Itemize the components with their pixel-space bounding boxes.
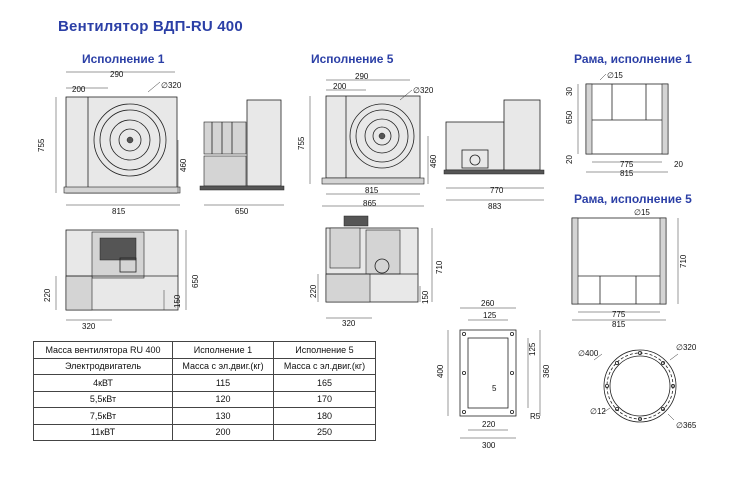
dim-883-v5: 883	[488, 202, 502, 211]
page-title: Вентилятор ВДП-RU 400	[58, 18, 243, 35]
table-cell: Масса вентилятора RU 400	[33, 341, 173, 359]
outlet-flange-drawing	[447, 307, 541, 439]
dim-775-f1: 775	[620, 160, 634, 169]
dim-815-v5: 815	[365, 186, 379, 195]
dim-dia15-f5: ∅15	[634, 208, 650, 217]
weight-table: Масса вентилятора RU 400 Исполнение 1 Ис…	[33, 341, 376, 441]
dim-815-f5: 815	[612, 320, 626, 329]
dim-755-v1: 755	[37, 138, 46, 152]
header-frame5: Рама, исполнение 5	[574, 192, 692, 206]
dim-5-flange: 5	[492, 384, 497, 393]
dim-20-f1-right: 20	[674, 160, 683, 169]
dim-dia12-round: ∅12	[590, 407, 606, 416]
dim-710-f5: 710	[679, 254, 688, 268]
table-subheader-row: Электродвигатель Масса с эл.двиг.(кг) Ма…	[33, 357, 376, 375]
table-cell: Электродвигатель	[33, 357, 173, 375]
table-cell: 115	[172, 374, 274, 392]
dim-dia320-round: ∅320	[676, 343, 697, 352]
table-header-row: Масса вентилятора RU 400 Исполнение 1 Ис…	[33, 341, 376, 359]
dim-dia320-v1: ∅320	[161, 81, 182, 90]
dim-150-v5: 150	[421, 290, 430, 304]
dim-300-flange: 300	[482, 441, 496, 450]
table-row: 7,5кВт 130 180	[33, 407, 376, 425]
dim-220-v1: 220	[43, 288, 52, 302]
dim-400-flange: 400	[436, 364, 445, 378]
dim-290-v1: 290	[110, 70, 124, 79]
header-variant1: Исполнение 1	[82, 52, 165, 66]
dim-815-f1: 815	[620, 169, 634, 178]
dim-220-v5: 220	[309, 284, 318, 298]
dim-150-v1: 150	[173, 294, 182, 308]
dim-650-f1: 650	[565, 110, 574, 124]
dim-650-v1-top: 650	[191, 274, 200, 288]
dim-200-v5: 200	[333, 82, 347, 91]
dim-dia400-round: ∅400	[578, 349, 599, 358]
table-cell: 5,5кВт	[33, 390, 173, 408]
dim-755-v5: 755	[297, 136, 306, 150]
dim-815-v1: 815	[112, 207, 126, 216]
dim-200-v1: 200	[72, 85, 86, 94]
table-cell: 7,5кВт	[33, 407, 173, 425]
dim-dia15-f1: ∅15	[607, 71, 623, 80]
dim-770-v5: 770	[490, 186, 504, 195]
frame5-drawing	[571, 217, 679, 321]
variant5-top-view	[317, 215, 433, 319]
dim-460-v5: 460	[429, 154, 438, 168]
table-cell: Масса с эл.двиг.(кг)	[273, 357, 376, 375]
dim-775-f5: 775	[612, 310, 626, 319]
variant5-front-view	[309, 79, 429, 207]
dim-125-flange-top: 125	[483, 311, 497, 320]
table-cell: 165	[273, 374, 376, 392]
header-variant5: Исполнение 5	[311, 52, 394, 66]
header-frame1: Рама, исполнение 1	[574, 52, 692, 66]
table-cell: Исполнение 5	[273, 341, 376, 359]
table-cell: 250	[273, 423, 376, 441]
table-cell: 180	[273, 407, 376, 425]
dim-dia320-v5: ∅320	[413, 86, 434, 95]
dim-320-v5: 320	[342, 319, 356, 328]
table-row: 11кВТ 200 250	[33, 423, 376, 441]
dim-220-flange: 220	[482, 420, 496, 429]
table-row: 4кВТ 115 165	[33, 374, 376, 392]
dim-20-f1-left: 20	[565, 155, 574, 164]
table-row: 5,5кВт 120 170	[33, 390, 376, 408]
dim-460-v1: 460	[179, 158, 188, 172]
dim-r5-flange: R5	[530, 412, 541, 421]
dim-320-v1: 320	[82, 322, 96, 331]
dim-125-flange-side: 125	[528, 342, 537, 356]
dim-30-f1: 30	[565, 87, 574, 96]
dim-dia365-round: ∅365	[676, 421, 697, 430]
round-flange-drawing	[593, 349, 679, 423]
table-cell: 11кВТ	[33, 423, 173, 441]
dim-290-v5: 290	[355, 72, 369, 81]
table-cell: Масса с эл.двиг.(кг)	[172, 357, 274, 375]
table-cell: 120	[172, 390, 274, 408]
dim-865-v5: 865	[363, 199, 377, 208]
variant1-front-view	[55, 71, 181, 206]
variant5-side-view	[443, 99, 545, 201]
dim-360-flange: 360	[542, 364, 551, 378]
dim-650-v1-side: 650	[235, 207, 249, 216]
table-cell: Исполнение 1	[172, 341, 274, 359]
table-cell: 130	[172, 407, 274, 425]
variant1-side-view	[199, 99, 285, 206]
table-cell: 200	[172, 423, 274, 441]
dim-710-v5: 710	[435, 260, 444, 274]
variant1-top-view	[55, 229, 187, 321]
frame1-drawing	[577, 73, 669, 173]
table-cell: 4кВТ	[33, 374, 173, 392]
dim-260-flange: 260	[481, 299, 495, 308]
table-cell: 170	[273, 390, 376, 408]
